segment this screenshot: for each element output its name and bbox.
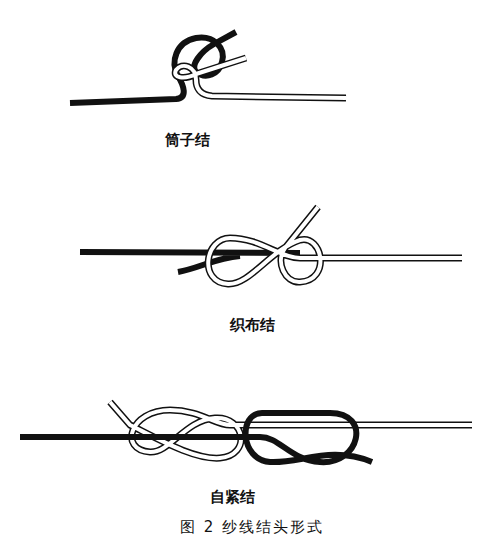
black-yarn — [20, 413, 372, 462]
white-yarn-outline — [175, 58, 346, 98]
white-yarn-outline — [208, 207, 462, 284]
knot-name: 自紧结 — [208, 488, 257, 506]
white-yarn — [208, 207, 462, 284]
knot-name: 织布结 — [228, 316, 277, 334]
figure-caption: 图 2 纱线结头形式 — [178, 518, 326, 536]
white-yarn — [175, 58, 346, 98]
knot-name: 筒子结 — [163, 131, 212, 149]
